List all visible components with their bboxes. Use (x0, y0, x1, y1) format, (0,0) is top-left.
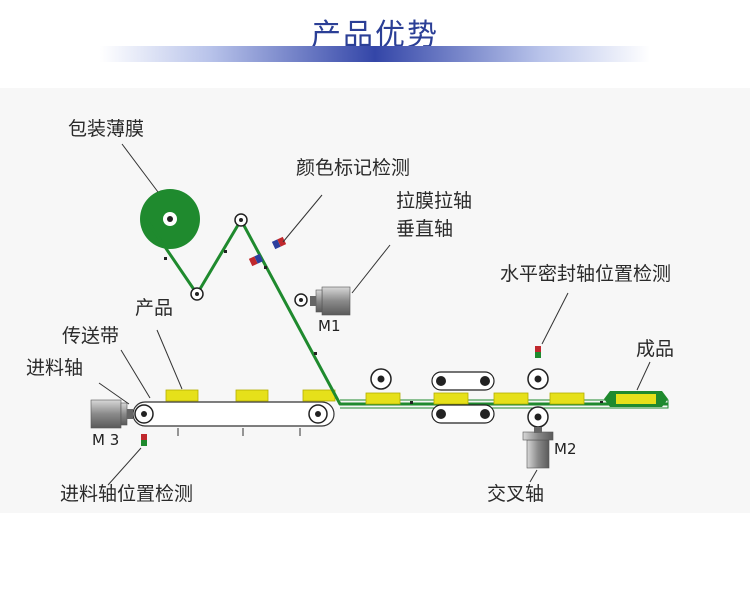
motor-m2 (522, 427, 554, 469)
motor-label-m3: M 3 (92, 431, 120, 449)
wrapped-products (365, 392, 585, 405)
label-vertical-axis: 垂直轴 (396, 218, 454, 240)
leader-lines (98, 143, 651, 486)
motor-label-m2: M2 (554, 440, 577, 458)
label-finished-product: 成品 (636, 338, 675, 360)
finished-product (604, 391, 668, 407)
label-cross-axis: 交叉轴 (487, 483, 545, 505)
middle-belt-unit (431, 371, 495, 424)
motor-label-m1: M1 (318, 317, 341, 335)
conveyor-belt (132, 401, 335, 436)
label-pull-film-axis: 拉膜拉轴 (396, 190, 473, 212)
color-mark-sensor (248, 236, 287, 267)
feed-axis-sensor (141, 434, 147, 446)
label-feed-axis: 进料轴 (26, 357, 84, 379)
motor-m3 (90, 399, 133, 429)
label-feed-axis-detection: 进料轴位置检测 (60, 483, 194, 505)
label-horizontal-seal-detection: 水平密封轴位置检测 (500, 263, 672, 285)
film-path (144, 218, 668, 406)
title-underline (100, 46, 650, 62)
label-packaging-film: 包装薄膜 (68, 118, 145, 140)
label-product: 产品 (135, 297, 174, 319)
horizontal-seal-sensor (535, 346, 541, 358)
conveyor-products (165, 389, 336, 402)
label-conveyor: 传送带 (62, 325, 120, 347)
film-roll (140, 189, 200, 249)
label-color-mark-detection: 颜色标记检测 (296, 157, 411, 179)
motor-m1 (310, 286, 351, 316)
diagram-background (0, 88, 750, 513)
